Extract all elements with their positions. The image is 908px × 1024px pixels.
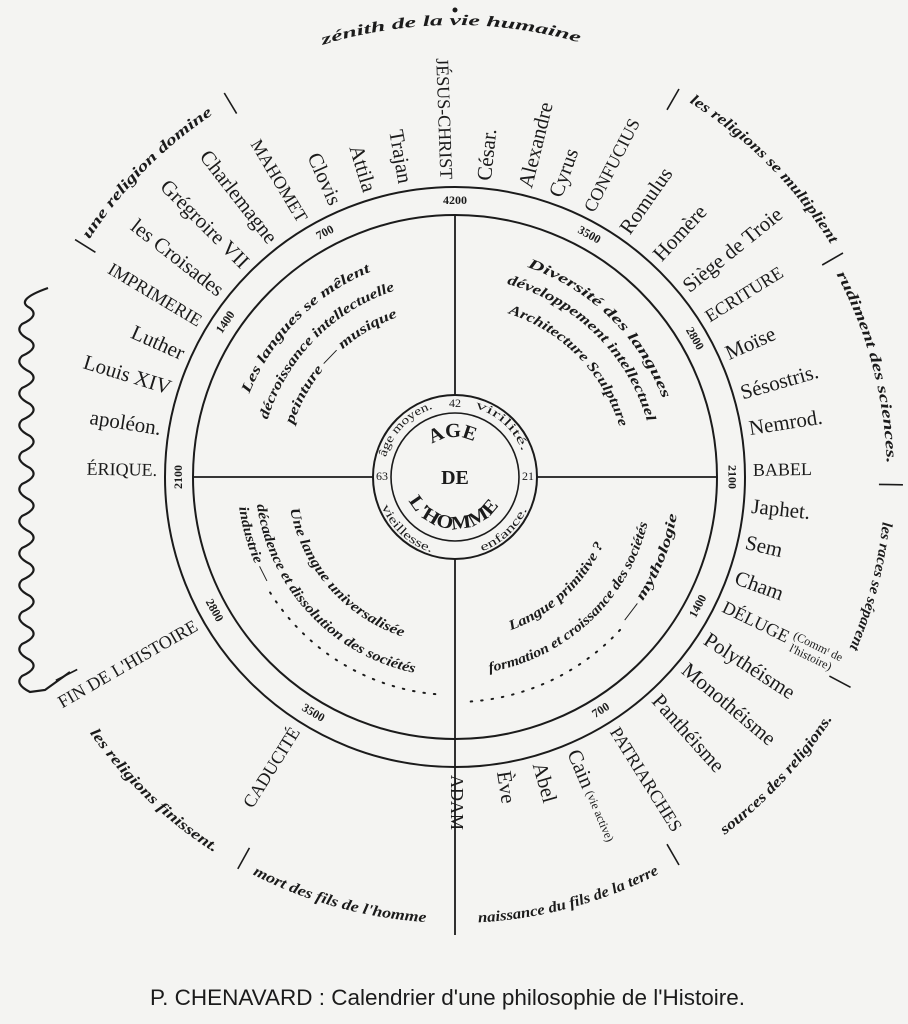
wavy-line <box>18 286 71 694</box>
era-note: (vie active) <box>583 788 617 843</box>
era-label: Cham <box>732 566 787 606</box>
outer-arc-text: les races se séparent <box>845 521 894 653</box>
quadrant-text: Une langue universalisée <box>286 507 406 641</box>
radial-labels: César.AlexandreCyrusCONFUCIUSRomulusHomè… <box>54 58 845 844</box>
ring-number: 2100 <box>171 465 185 489</box>
era-label: CADUCITÉ <box>238 723 304 811</box>
era-label: ADAM <box>447 775 467 830</box>
era-label: PATRIARCHES <box>606 723 686 835</box>
era-label: Ève <box>492 769 521 805</box>
quadrant-text: peinture — musique <box>282 307 399 427</box>
era-label: Japhet. <box>750 494 811 524</box>
era-label: Homère <box>648 200 712 266</box>
era-label: Sésostris. <box>738 359 821 404</box>
period-divider <box>821 252 844 266</box>
era-label: BABEL <box>753 459 812 480</box>
era-label: Cain <box>562 746 600 792</box>
era-label: Cyrus <box>544 145 584 200</box>
center-title: L'HOMME <box>404 492 503 535</box>
outer-arc-text: mort des fils de l'homme <box>251 864 428 926</box>
era-label: César. <box>472 128 501 182</box>
period-divider <box>237 847 251 870</box>
era-label: JÉSUS-CHRIST <box>432 58 457 180</box>
age-number: 42 <box>449 396 461 410</box>
ring-number: 2100 <box>725 465 739 489</box>
period-divider <box>223 92 238 114</box>
era-label: Attila <box>345 142 382 195</box>
period-divider <box>74 238 96 253</box>
outer-arc-text: rudiment des sciences. <box>833 269 899 464</box>
ring-number: 4200 <box>443 193 467 207</box>
era-label: FIN DE L'HISTOIRE <box>54 616 201 712</box>
era-label: Louis XIV <box>81 350 174 399</box>
era-label: Moïse <box>721 321 779 364</box>
period-divider <box>666 88 680 111</box>
era-label: ÉRIQUE. <box>86 458 157 480</box>
age-number: 63 <box>376 469 388 483</box>
caption: P. CHENAVARD : Calendrier d'une philosop… <box>150 985 745 1010</box>
center-inner-circle <box>390 412 520 542</box>
age-number: 21 <box>522 469 534 483</box>
age-ring-text: virilité. <box>474 397 533 452</box>
period-divider <box>828 675 851 689</box>
outer-arc-text: zénith de la vie humaine <box>318 13 583 49</box>
era-label: Luther <box>128 320 189 365</box>
dotted-arc <box>469 626 624 703</box>
ring-number: 700 <box>314 222 336 243</box>
era-label: Sem <box>743 530 785 562</box>
era-label: Abel <box>528 760 562 806</box>
era-note: (Commᵗ del'histoire) <box>786 628 846 676</box>
zenith-dot <box>452 7 458 13</box>
center-title: AGE <box>425 420 480 449</box>
center-title: DE <box>441 467 469 489</box>
era-label: Clovis <box>303 149 347 209</box>
era-label: apoléon. <box>88 405 163 440</box>
outer-arc-text: les religions finissent. <box>86 726 220 856</box>
ring-number: 700 <box>589 699 612 720</box>
period-divider <box>666 843 680 866</box>
era-label: Nemrod. <box>747 405 824 440</box>
outer-arc-text: naissance du fils de la terre <box>478 863 662 927</box>
era-label: Trajan <box>384 128 417 186</box>
